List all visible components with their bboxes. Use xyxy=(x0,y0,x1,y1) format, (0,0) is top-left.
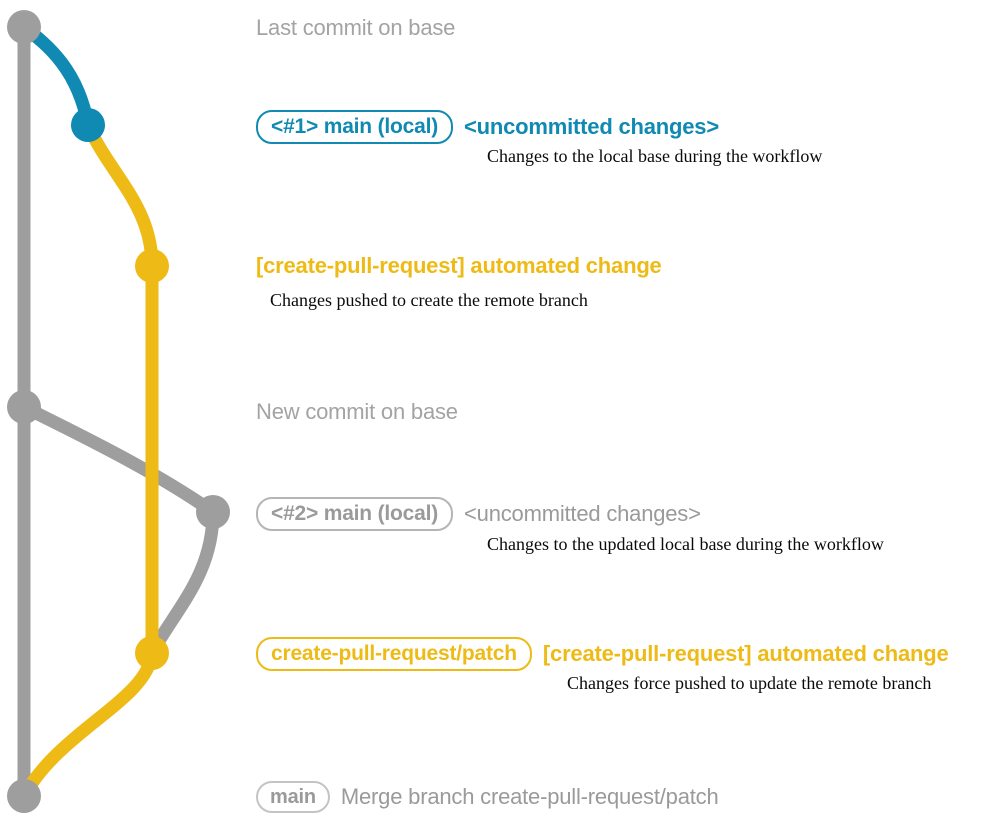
commit-row-commit-1-automated: [create-pull-request] automated change xyxy=(256,253,662,279)
commit-message-new-commit-on-base: New commit on base xyxy=(256,399,458,424)
commit-subtitle-commit-2-local: Changes to the updated local base during… xyxy=(487,534,884,554)
branch-tag-main-local-1[interactable]: <#1> main (local) xyxy=(256,110,454,144)
commit-message-commit-1-local: <uncommitted changes> xyxy=(464,114,719,139)
commit-row-commit-1-local: <#1> main (local) <uncommitted changes> xyxy=(256,110,719,144)
commit-message-commit-2-local: <uncommitted changes> xyxy=(464,501,701,526)
commit-message-commit-2-automated: [create-pull-request] automated change xyxy=(542,641,949,666)
patch2-to-merge-line xyxy=(17,646,159,803)
commit-node-base-new[interactable] xyxy=(7,390,41,424)
commit-node-merge[interactable] xyxy=(7,779,41,813)
commit-row-commit-2-local: <#2> main (local) <uncommitted changes> xyxy=(256,497,701,531)
branch-tag-create-pull-request-patch[interactable]: create-pull-request/patch xyxy=(256,637,532,671)
commit-row-commit-2-automated: create-pull-request/patch [create-pull-r… xyxy=(256,637,949,671)
commit-subtitle-commit-1-local: Changes to the local base during the wor… xyxy=(487,146,823,166)
base-to-local2-line xyxy=(17,400,220,519)
commit-node-base-head[interactable] xyxy=(7,10,41,44)
commit-node-patch-2[interactable] xyxy=(135,636,169,670)
commit-row-merge-commit: main Merge branch create-pull-request/pa… xyxy=(256,781,719,813)
local1-to-patch1-line xyxy=(81,118,159,273)
commit-message-last-commit-on-base: Last commit on base xyxy=(256,15,456,40)
branch-tag-main[interactable]: main xyxy=(256,781,330,813)
commit-node-patch-1[interactable] xyxy=(135,249,169,283)
commit-node-local-2[interactable] xyxy=(196,495,230,529)
commit-subtitle-commit-1-automated: Changes pushed to create the remote bran… xyxy=(270,290,588,310)
commit-subtitle-commit-2-automated: Changes force pushed to update the remot… xyxy=(567,673,932,693)
commit-message-merge-commit: Merge branch create-pull-request/patch xyxy=(340,784,719,809)
branch-tag-main-local-2[interactable]: <#2> main (local) xyxy=(256,497,454,531)
commit-node-local-1[interactable] xyxy=(71,108,105,142)
commit-message-commit-1-automated: [create-pull-request] automated change xyxy=(256,253,662,278)
